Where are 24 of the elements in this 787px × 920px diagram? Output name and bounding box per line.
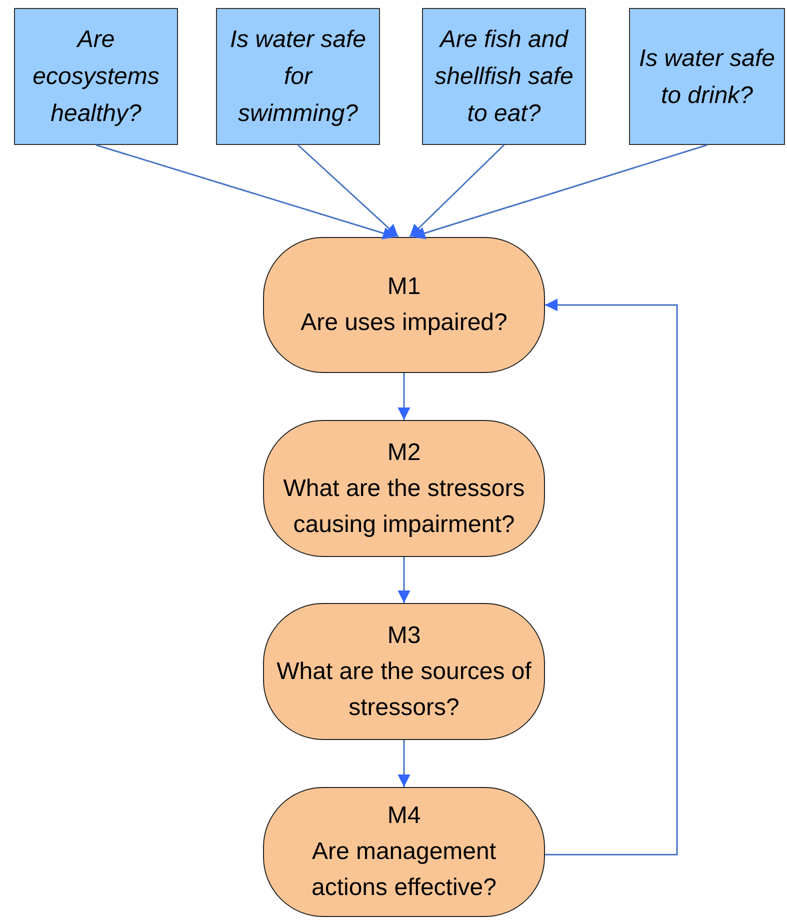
arrow [398,740,410,788]
step-label: M1 [387,272,421,302]
arrow [398,557,410,604]
step-text: What are the sources of stressors? [276,656,532,722]
step-label: M3 [387,620,421,650]
arrow [398,373,410,420]
arrow [544,298,678,856]
question-box [422,8,586,145]
question-box [216,8,380,145]
step-text: Are uses impaired? [300,308,508,338]
step-label: M2 [387,438,421,468]
question-text: Are ecosystems healthy? [32,25,160,129]
arrow [409,144,505,238]
arrow [412,144,708,240]
arrow [298,144,399,238]
question-text: Is water safe to drink? [638,44,776,110]
step-text: Are management actions effective? [310,837,498,903]
step-label: M4 [387,801,421,831]
question-text: Are fish and shellfish safe to eat? [434,25,574,129]
question-text: Is water safe for swimming? [228,25,368,129]
arrow [96,144,396,240]
question-box [629,8,785,145]
step-text: What are the stressors causing impairment? [282,474,526,540]
question-box [14,8,178,145]
